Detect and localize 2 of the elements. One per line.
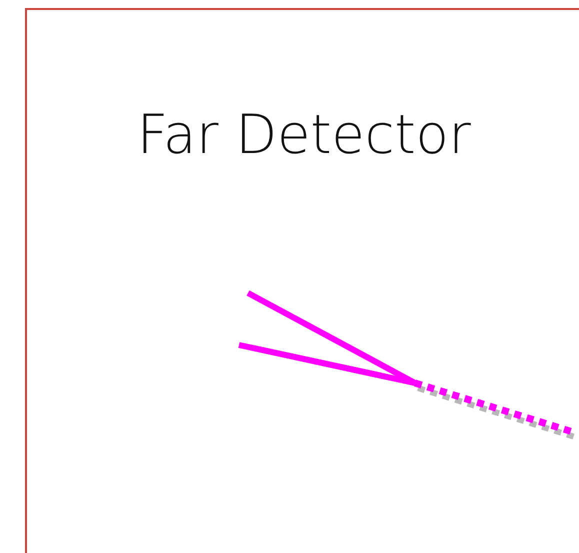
detector-box [25, 8, 579, 553]
detector-label: Far Detector [137, 108, 471, 162]
